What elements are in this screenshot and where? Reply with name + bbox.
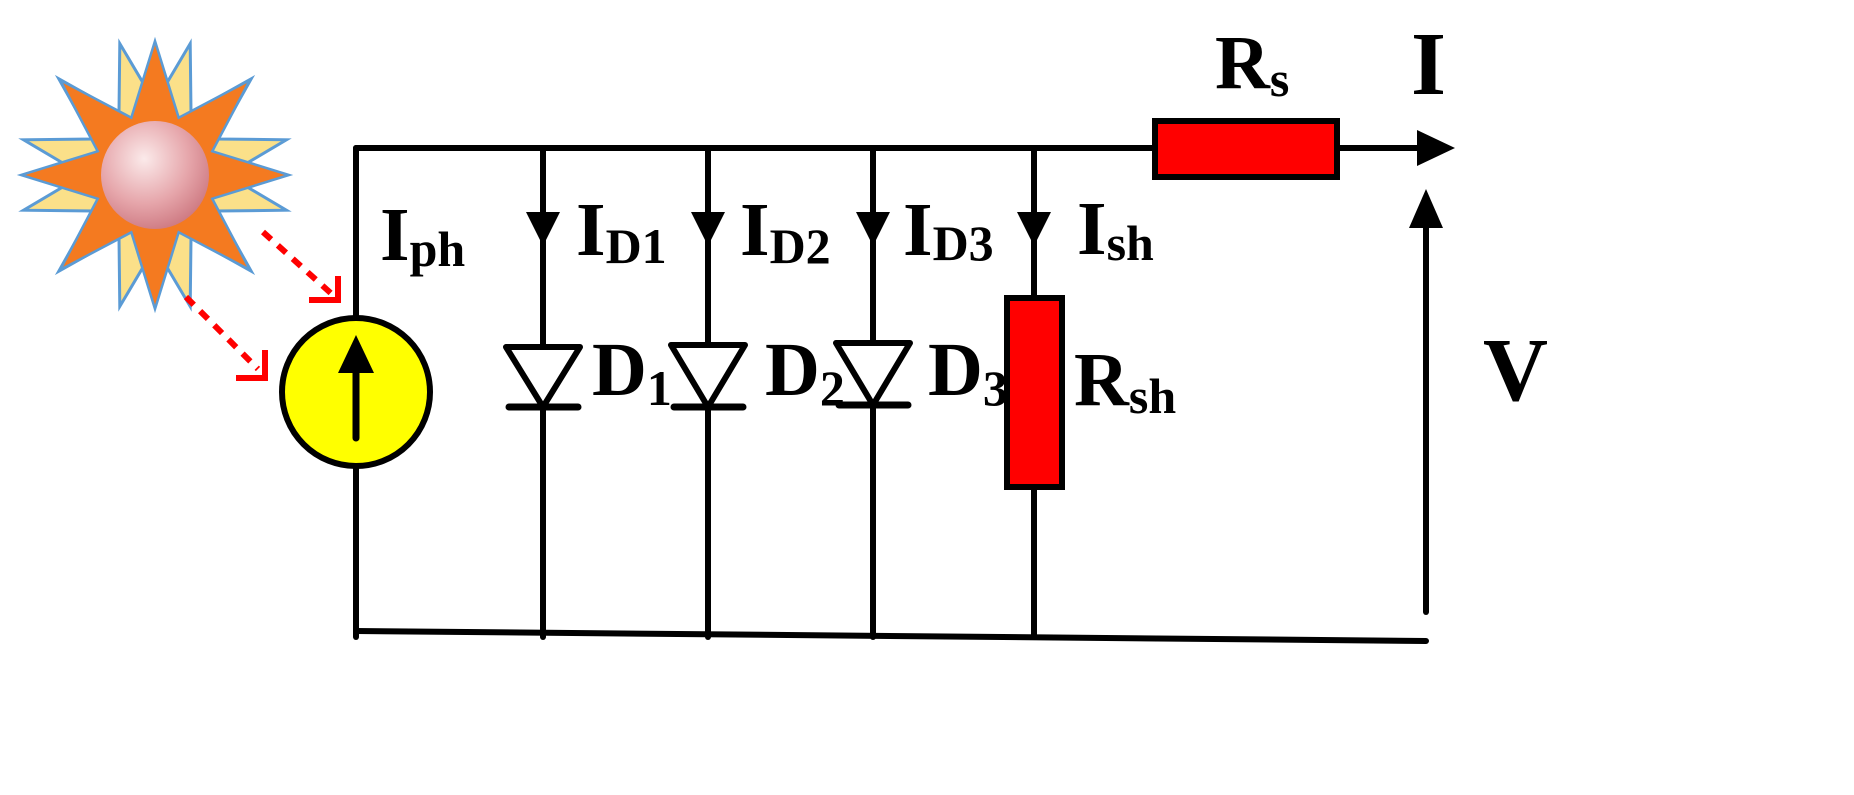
sun-core xyxy=(101,121,209,229)
label-iph: Iph xyxy=(380,193,465,277)
label-d3: D3 xyxy=(928,328,1008,416)
label-ish: Ish xyxy=(1077,187,1154,271)
label-id2: ID2 xyxy=(740,188,831,274)
label-rsh: Rsh xyxy=(1074,338,1176,424)
id3-arrowhead xyxy=(856,212,890,246)
label-rs: Rs xyxy=(1215,21,1289,107)
label-voltage: V xyxy=(1483,321,1548,420)
ish-arrowhead xyxy=(1017,212,1051,246)
sun-icon xyxy=(16,36,294,314)
current-source-icon xyxy=(279,315,433,469)
voltage-arrowhead xyxy=(1409,189,1443,228)
label-d2: D2 xyxy=(765,328,845,416)
diode-icon xyxy=(503,344,583,411)
light-ray-arrow-1 xyxy=(260,229,341,303)
shunt-resistor-icon xyxy=(1004,295,1065,490)
diode-icon xyxy=(833,340,913,409)
diode-icon xyxy=(668,342,748,411)
label-id3: ID3 xyxy=(903,188,994,272)
id2-arrowhead xyxy=(691,212,725,246)
light-ray-arrow-2 xyxy=(183,294,268,381)
circuit-wires xyxy=(353,145,1429,644)
id1-arrowhead xyxy=(526,212,560,246)
label-d1: D1 xyxy=(592,328,672,416)
series-resistor-icon xyxy=(1152,118,1340,180)
label-id1: ID1 xyxy=(576,188,667,274)
label-output-current: I xyxy=(1411,15,1446,114)
output-current-arrowhead xyxy=(1417,130,1455,166)
